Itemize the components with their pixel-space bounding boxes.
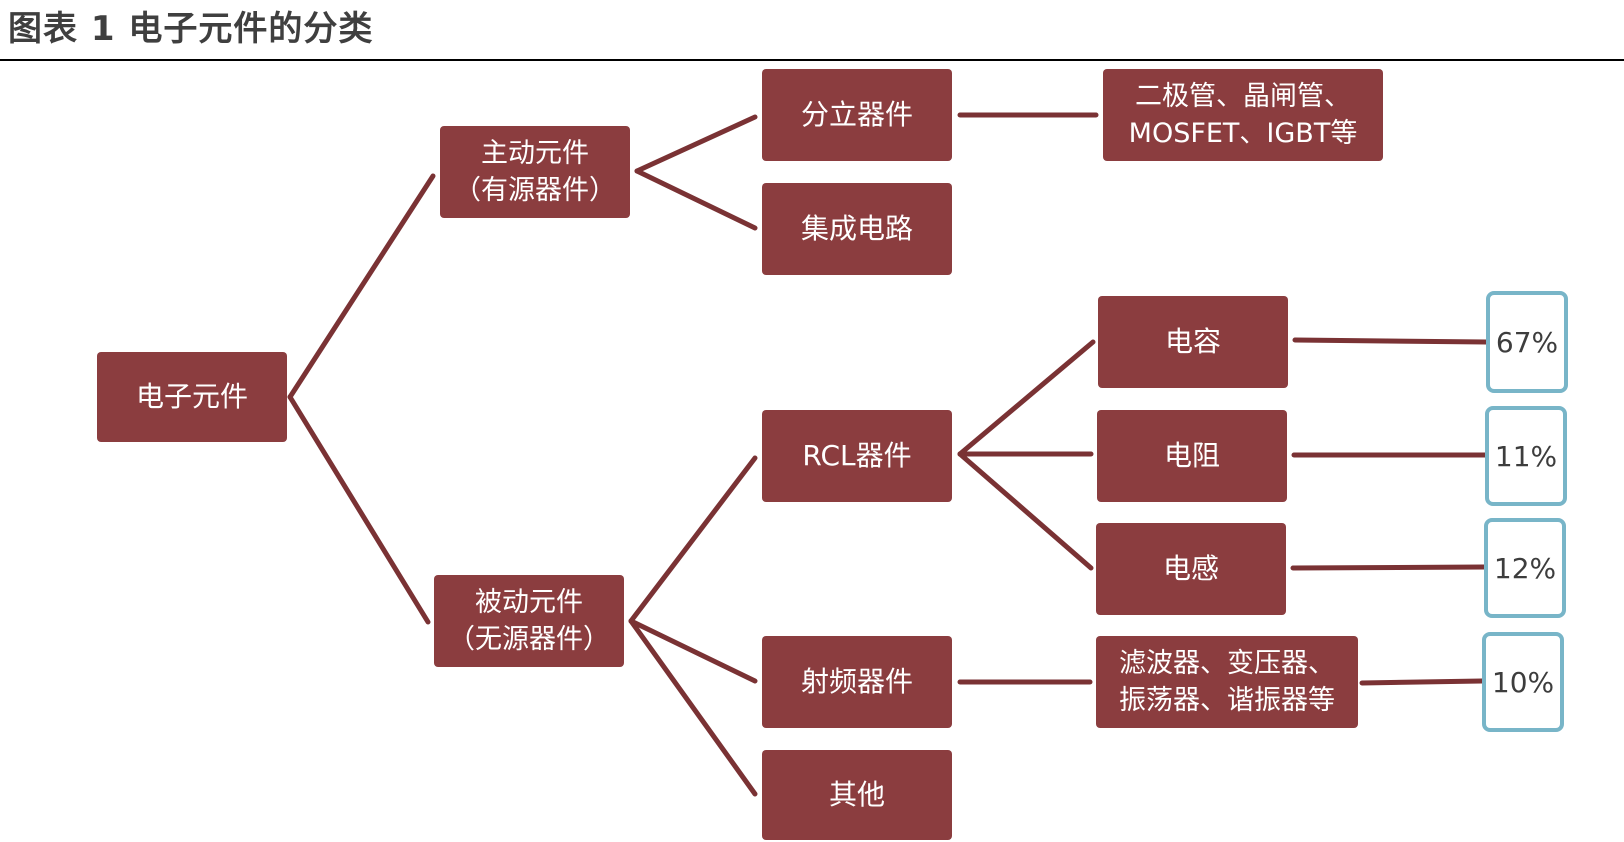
node-label: 其他 [828, 778, 885, 811]
node-active-components: 主动元件 （有源器件） [440, 126, 630, 218]
link-root-passive [287, 394, 431, 625]
node-label-line1: 主动元件 [481, 138, 589, 169]
node-label: 集成电路 [800, 212, 913, 245]
node-label: 电子元件 [135, 380, 248, 413]
node-rf-devices: 射频器件 [762, 636, 952, 728]
node-passive-components: 被动元件 （无源器件） [434, 575, 624, 667]
node-label-line1: 二极管、晶闸管、 [1135, 81, 1351, 112]
node-label-line1: 滤波器、变压器、 [1119, 648, 1335, 679]
link-root-active [287, 173, 436, 400]
link-passive-rcl [628, 455, 758, 624]
node-electronic-components: 电子元件 [97, 352, 287, 442]
node-label: 电容 [1164, 325, 1221, 358]
node-resistor: 电阻 [1097, 410, 1287, 502]
node-other: 其他 [762, 750, 952, 840]
node-rcl-devices: RCL器件 [762, 410, 952, 502]
link-rcl-inductor [957, 451, 1094, 571]
node-capacitor: 电容 [1098, 296, 1288, 388]
link-rf-examples-share [1359, 678, 1485, 686]
node-label-line2: （有源器件） [454, 175, 616, 206]
node-label: 电感 [1162, 552, 1219, 585]
link-rcl-capacitor [957, 339, 1096, 457]
node-label-line1: 被动元件 [475, 587, 583, 618]
node-inductor: 电感 [1096, 523, 1286, 615]
share-resistor: 11% [1485, 406, 1567, 506]
link-inductor-share [1290, 564, 1487, 571]
figure-title: 图表 1 电子元件的分类 [8, 9, 374, 49]
title-rule [0, 59, 1624, 61]
share-inductor: 12% [1484, 518, 1566, 618]
node-integrated-circuits: 集成电路 [762, 183, 952, 275]
link-active-ic [634, 168, 758, 231]
node-label: 射频器件 [800, 665, 913, 698]
node-discrete-examples: 二极管、晶闸管、 MOSFET、IGBT等 [1103, 69, 1383, 161]
share-capacitor: 67% [1486, 291, 1568, 393]
node-label: 分立器件 [800, 98, 913, 131]
node-rf-examples: 滤波器、变压器、 振荡器、谐振器等 [1096, 636, 1358, 728]
link-active-discrete [634, 114, 758, 174]
node-discrete-devices: 分立器件 [762, 69, 952, 161]
node-label: RCL器件 [802, 439, 912, 472]
link-capacitor-share [1292, 337, 1489, 345]
share-rf: 10% [1482, 632, 1564, 732]
link-passive-rf [628, 618, 758, 684]
link-passive-other [628, 618, 758, 797]
node-label-line2: MOSFET、IGBT等 [1128, 118, 1358, 149]
node-label-line2: 振荡器、谐振器等 [1119, 685, 1335, 716]
node-label: 电阻 [1163, 439, 1220, 472]
node-label-line2: （无源器件） [448, 624, 610, 655]
